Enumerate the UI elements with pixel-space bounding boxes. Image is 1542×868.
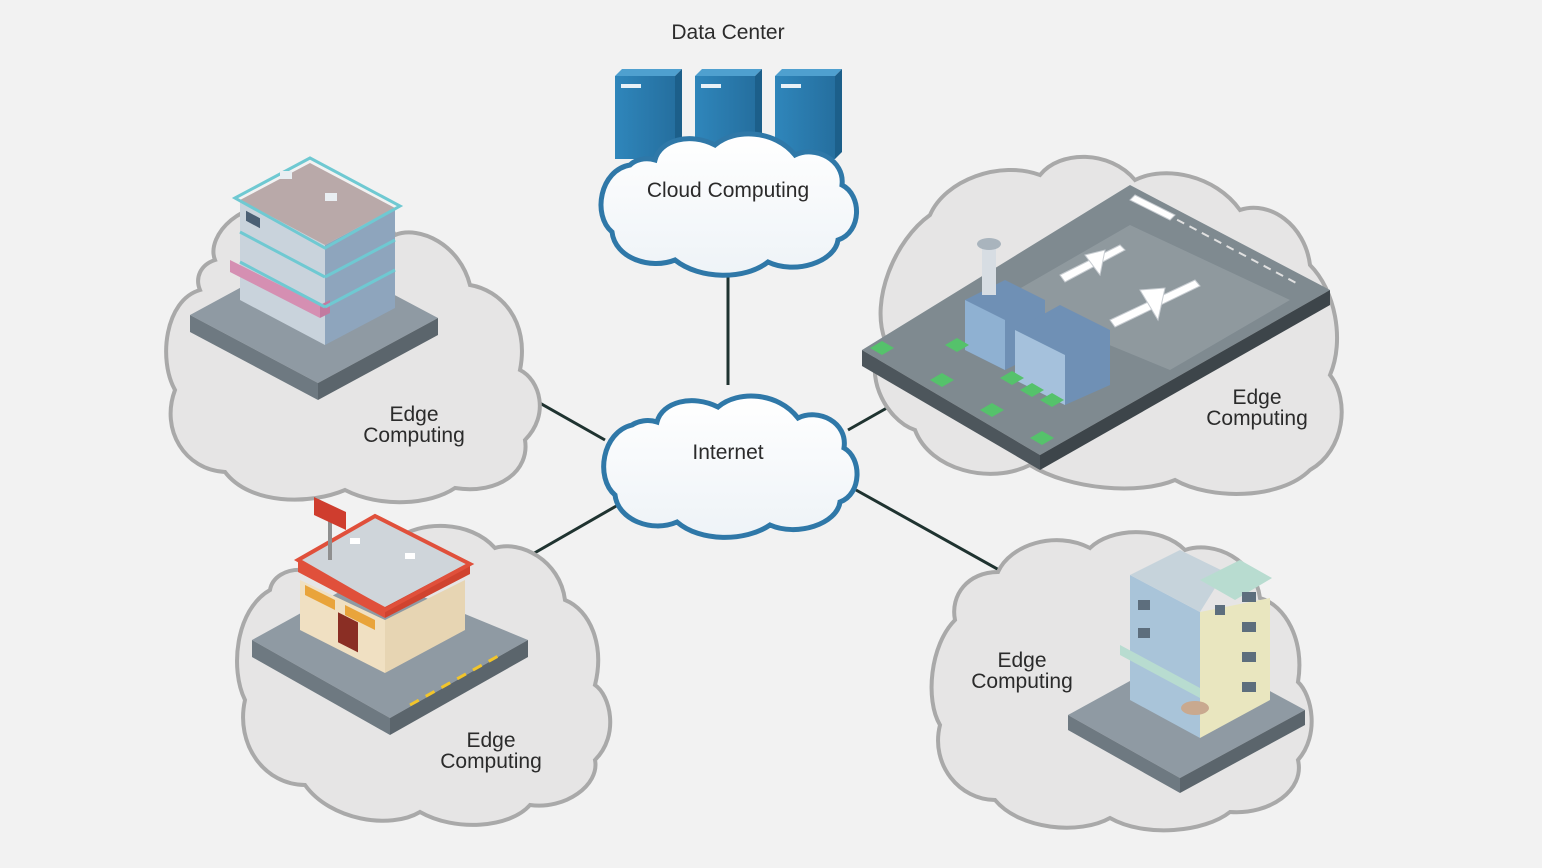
cloud-computing-cloud: [598, 131, 859, 278]
edge-computing-label-airport: Edge Computing: [1177, 387, 1337, 429]
restaurant-icon: [252, 497, 528, 735]
residential-building-icon: [1068, 550, 1305, 793]
edge-computing-label-restaurant: Edge Computing: [411, 730, 571, 772]
edge-label-line2: Computing: [1206, 407, 1308, 430]
cloud-computing-label: Cloud Computing: [646, 179, 810, 202]
data-center-label: Data Center: [671, 21, 785, 44]
cloud-shape: [598, 131, 859, 278]
edge-label-line1: Edge: [389, 403, 439, 426]
cloud-shape: [601, 393, 860, 540]
edge-label-line2: Computing: [440, 750, 542, 773]
edge-computing-label-apartment: Edge Computing: [334, 404, 494, 446]
airport-icon: [862, 185, 1330, 470]
edge-label-line2: Computing: [363, 424, 465, 447]
edge-label-line1: Edge: [1232, 386, 1282, 409]
edge-label-line2: Computing: [971, 670, 1073, 693]
apartment-building-icon: [190, 156, 438, 400]
internet-cloud: [601, 393, 860, 540]
edge-label-line1: Edge: [997, 649, 1047, 672]
edge-computing-label-residential: Edge Computing: [942, 650, 1102, 692]
internet-label: Internet: [692, 441, 764, 464]
edge-label-line1: Edge: [466, 729, 516, 752]
